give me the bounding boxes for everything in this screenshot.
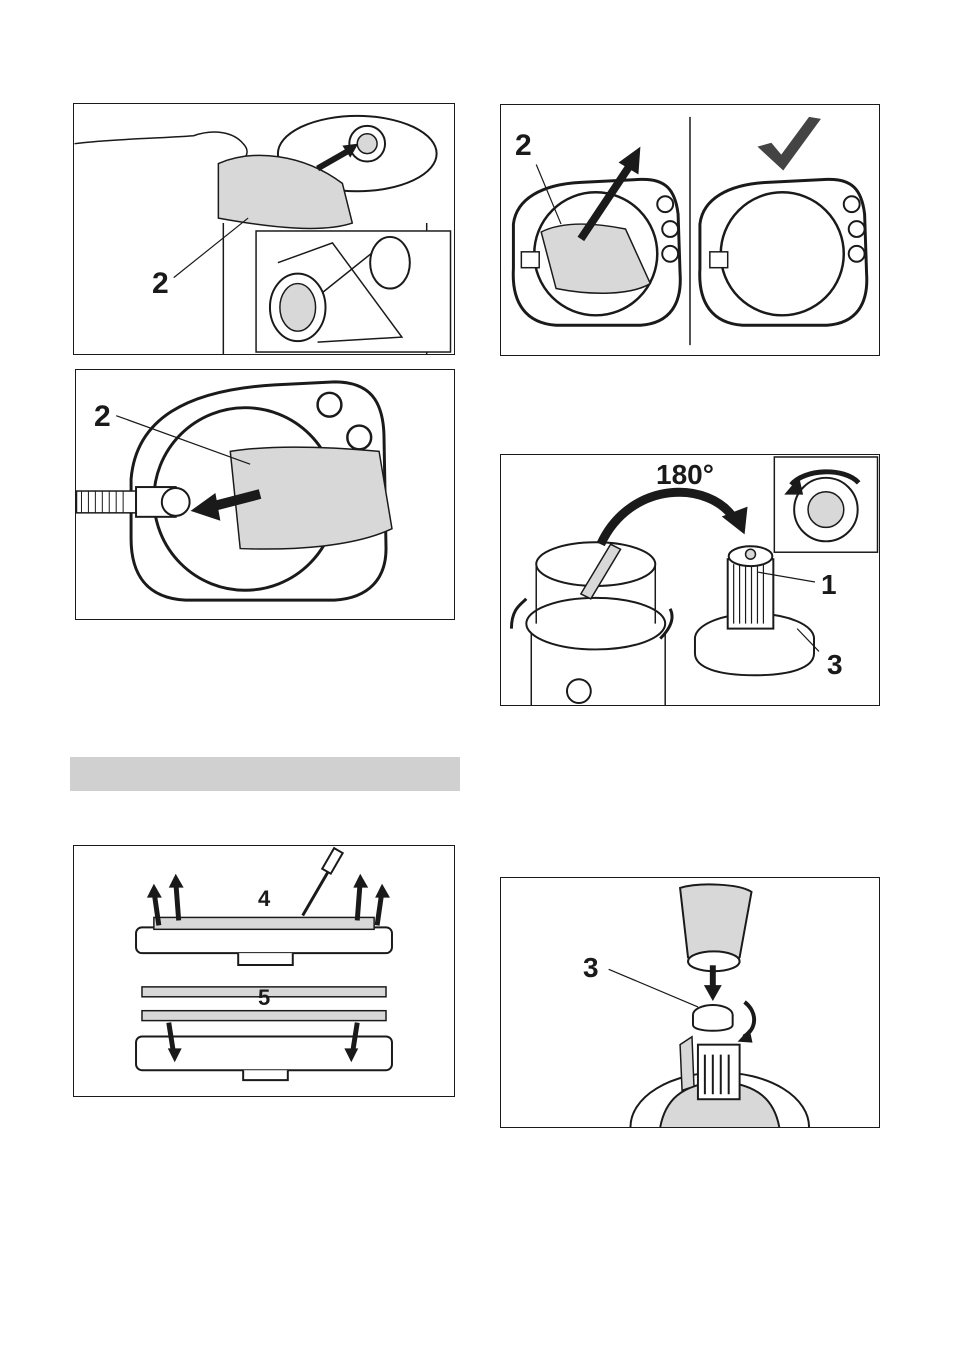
figure-bag-on-connector: 2	[75, 369, 455, 620]
callout-label-3: 3	[583, 954, 599, 982]
checkmark-icon	[757, 117, 820, 171]
figure-replace-nozzle-strips: 4 5	[73, 845, 455, 1097]
figure-rotate-lid-180: 180° 1 3	[500, 454, 880, 706]
callout-label-5: 5	[258, 987, 270, 1009]
section-heading-bar	[70, 757, 460, 791]
callout-label-2: 2	[515, 131, 532, 161]
rotation-angle-label: 180°	[656, 461, 714, 489]
illustration-remove-bag	[501, 105, 879, 355]
callout-label-2: 2	[152, 269, 169, 299]
illustration-insert-cap	[501, 878, 879, 1127]
illustration-insert-bag	[74, 104, 454, 354]
illustration-nozzle-strips	[74, 846, 454, 1096]
figure-insert-cap: 3	[500, 877, 880, 1128]
figure-remove-filter-bag: 2	[500, 104, 880, 356]
callout-label-1: 1	[821, 571, 837, 599]
illustration-bag-connector	[76, 370, 454, 619]
callout-label-2: 2	[94, 402, 111, 432]
figure-insert-filter-bag: 2	[73, 103, 455, 355]
callout-label-4: 4	[258, 888, 270, 910]
callout-label-3: 3	[827, 651, 843, 679]
